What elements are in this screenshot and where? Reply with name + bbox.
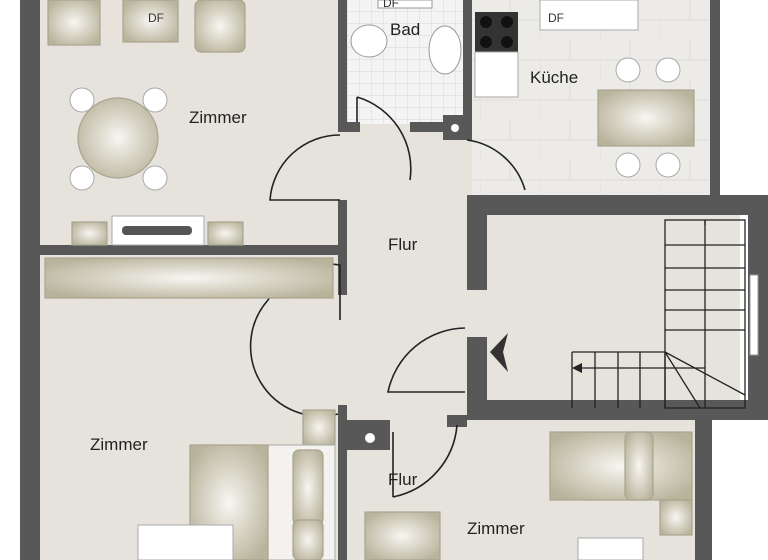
nightstand bbox=[302, 409, 336, 446]
chairs bbox=[69, 87, 168, 191]
nightstand bbox=[659, 499, 693, 536]
room-label-zimmer-bottom-left: Zimmer bbox=[90, 435, 148, 454]
room-label-bad: Bad bbox=[390, 20, 420, 39]
window bbox=[749, 274, 759, 356]
wardrobe bbox=[44, 257, 334, 299]
df-label: DF bbox=[383, 0, 399, 10]
armchair bbox=[47, 0, 101, 46]
side-cabinet bbox=[207, 221, 244, 246]
armchair bbox=[364, 511, 441, 560]
coffee-table bbox=[122, 0, 179, 43]
kitchen-table bbox=[597, 89, 695, 147]
bed bbox=[549, 431, 693, 501]
sink bbox=[428, 25, 462, 75]
doors bbox=[249, 96, 526, 498]
side-cabinet bbox=[71, 221, 108, 246]
df-label: DF bbox=[548, 11, 564, 25]
armchair bbox=[194, 0, 246, 53]
chairs bbox=[615, 57, 681, 178]
dining-table bbox=[77, 97, 159, 179]
toilet bbox=[350, 24, 388, 58]
room-label-zimmer-top: Zimmer bbox=[189, 108, 247, 127]
walls bbox=[20, 0, 768, 560]
staircase bbox=[490, 219, 746, 409]
room-label-flur-2: Flur bbox=[388, 470, 418, 489]
stove bbox=[475, 12, 518, 52]
counter bbox=[474, 51, 519, 98]
entrance-arrow-icon bbox=[490, 333, 508, 372]
room-label-kueche: Küche bbox=[530, 68, 578, 87]
desk bbox=[137, 524, 234, 560]
df-label: DF bbox=[148, 11, 164, 25]
room-label-zimmer-bottom-right: Zimmer bbox=[467, 519, 525, 538]
desk bbox=[577, 537, 644, 560]
room-label-flur-1: Flur bbox=[388, 235, 418, 254]
